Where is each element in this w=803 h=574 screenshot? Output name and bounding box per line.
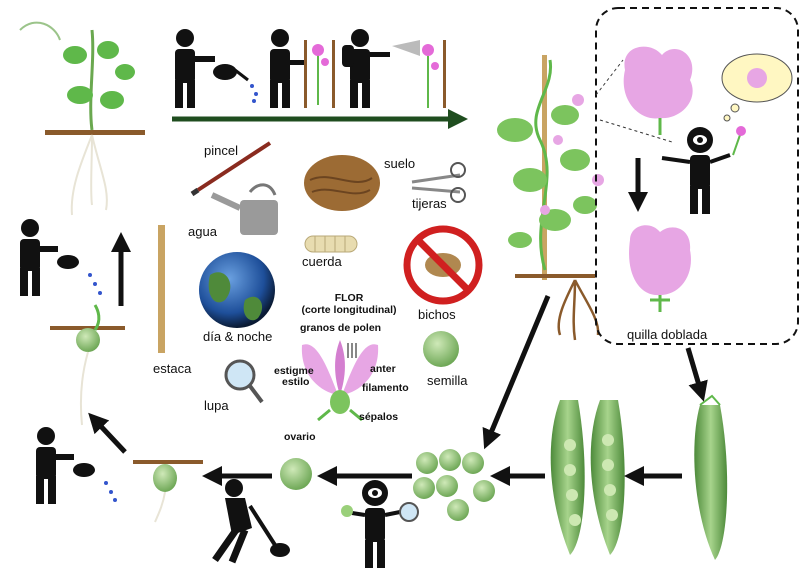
mature-plant [497,55,604,340]
label-estaca: estaca [153,361,191,376]
arrow-plant-to-seeds [488,296,548,440]
label-lupa: lupa [204,398,229,413]
flower-cross-section [302,340,378,420]
label-bichos: bichos [418,307,456,322]
young-plant [20,23,145,215]
planting-person-icon [270,29,335,108]
label-sepalos: sépalos [359,411,398,423]
stake-icon [158,225,165,353]
flower-title: FLOR (corte longitudinal) [286,292,412,316]
watering-person-bottom-icon [36,427,117,504]
label-tijeras: tijeras [412,196,447,211]
magnifier-person-icon [341,480,418,568]
arrow-left-diag [95,420,125,452]
label-ovario: ovario [284,431,316,443]
observer-person-icon [662,126,746,214]
inset-flower-open [624,47,693,135]
seed-icon [423,331,459,367]
flower-title-line2: (corte longitudinal) [286,304,412,316]
earth-icon [199,252,275,328]
label-pincel: pincel [204,143,238,158]
label-quilla: quilla doblada [627,327,707,342]
thought-bubble [722,54,792,121]
label-semilla: semilla [427,373,467,388]
sprouting-seed [133,460,203,522]
harvested-seeds [413,449,495,521]
rope-icon [305,236,357,252]
seedling-mid [50,305,125,425]
label-filamento: filamento [362,382,409,394]
no-bugs-icon [407,229,479,301]
magnifier-icon [226,361,262,402]
watering-can-icon [212,185,278,235]
label-cuerda: cuerda [302,254,342,269]
flower-title-line1: FLOR [286,292,412,304]
arrow-inset-to-pod [688,348,701,392]
open-pod [551,400,625,555]
watering-person-left-icon [20,219,102,296]
label-granos: granos de polen [300,322,381,334]
soil-icon [304,155,380,211]
label-estilo: estilo [282,376,309,388]
closed-pod [694,396,727,560]
label-agua: agua [188,224,217,239]
spraying-person-icon [342,29,446,108]
label-dia-noche: día & noche [203,329,272,344]
label-suelo: suelo [384,156,415,171]
seed-small [280,458,312,490]
watering-person-icon [175,29,258,108]
label-anter: anter [370,363,396,375]
inset-flower-folded [629,225,691,312]
digging-person-icon [215,479,290,562]
